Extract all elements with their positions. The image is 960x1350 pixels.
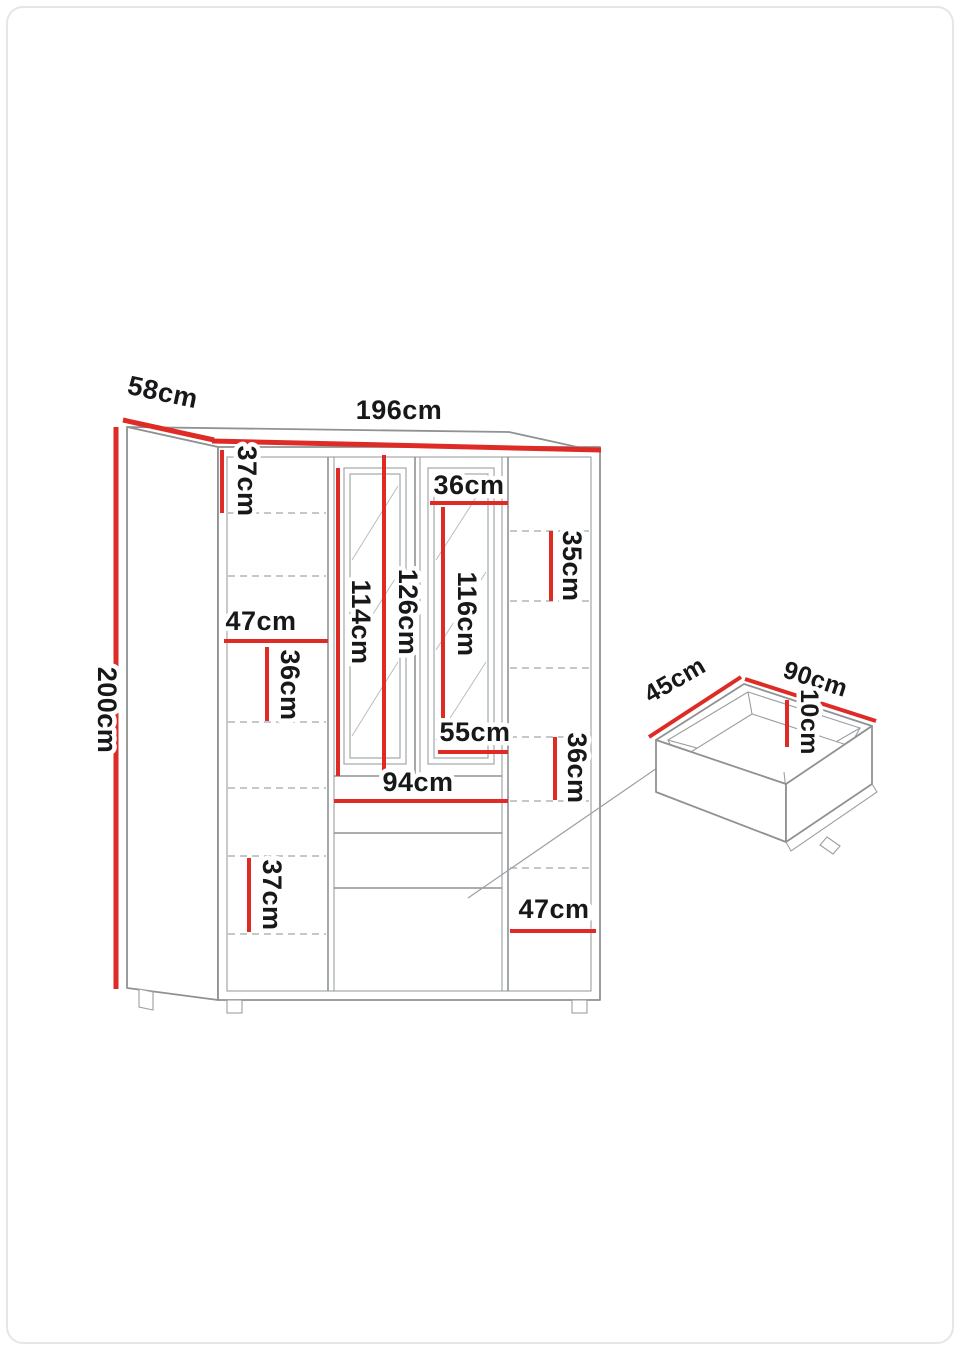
wardrobe-foot: [138, 988, 154, 1011]
wardrobe-front-face: [217, 446, 601, 1001]
dim-width-label: 196cm: [356, 395, 443, 425]
mirror-hatch: [351, 485, 399, 561]
mirror-left-glass: [349, 473, 401, 759]
mirror-hatch: [351, 661, 399, 737]
dimension-labels: 196cm 58cm 200cm 37cm 36cm 35cm 47cm 36c…: [88, 366, 856, 935]
mirror-hatch: [351, 573, 399, 649]
drawer-front-lip: [785, 783, 878, 852]
dim-right-section-label: 47cm: [518, 894, 589, 924]
wardrobe-foot: [226, 999, 243, 1014]
dim-drawer-depth-label: 45cm: [639, 651, 710, 708]
dim-right-top-shelf-label: 35cm: [557, 530, 587, 601]
wardrobe-side-face: [126, 426, 219, 1001]
dim-door-bottom-label: 55cm: [439, 717, 510, 747]
dim-bottom-left-shelf-label: 37cm: [257, 859, 287, 930]
image-border: [6, 6, 954, 1344]
dim-right-door-top-label: 36cm: [433, 470, 504, 500]
mirror-right-frame: [427, 467, 495, 765]
drawer-foot: [819, 836, 841, 855]
dim-height-label: 200cm: [92, 667, 122, 754]
mirror-left-frame: [343, 467, 407, 765]
dim-line-width: [211, 438, 602, 453]
dim-line-drawer-depth: [647, 675, 743, 739]
wardrobe-foot: [571, 999, 588, 1014]
drawer-pointer-line: [467, 765, 661, 899]
dim-top-left-shelf-label: 37cm: [232, 445, 262, 516]
dimension-lines: [113, 417, 877, 989]
dim-left-mid-shelf-label: 36cm: [275, 649, 305, 720]
drawer-inner-edge: [747, 691, 753, 715]
dim-left-mirror-label: 114cm: [346, 579, 376, 664]
dim-drawer-height-label: 10cm: [795, 689, 823, 755]
dim-right-mirror-label: 116cm: [452, 571, 482, 656]
dim-line-depth: [122, 417, 215, 443]
dim-left-section-label: 47cm: [225, 606, 296, 636]
dim-line-drawer-width: [744, 677, 877, 723]
wardrobe-drawing: [126, 426, 601, 1014]
wardrobe-inner-frame: [226, 456, 592, 992]
dim-door-height-label: 126cm: [393, 569, 423, 656]
dim-drawer-section-label: 94cm: [382, 767, 453, 797]
dim-right-mid-shelf-label: 36cm: [562, 732, 592, 803]
mirror-right-glass: [433, 473, 489, 759]
dim-depth-label: 58cm: [125, 370, 201, 414]
drawer-drawing: [655, 683, 878, 855]
